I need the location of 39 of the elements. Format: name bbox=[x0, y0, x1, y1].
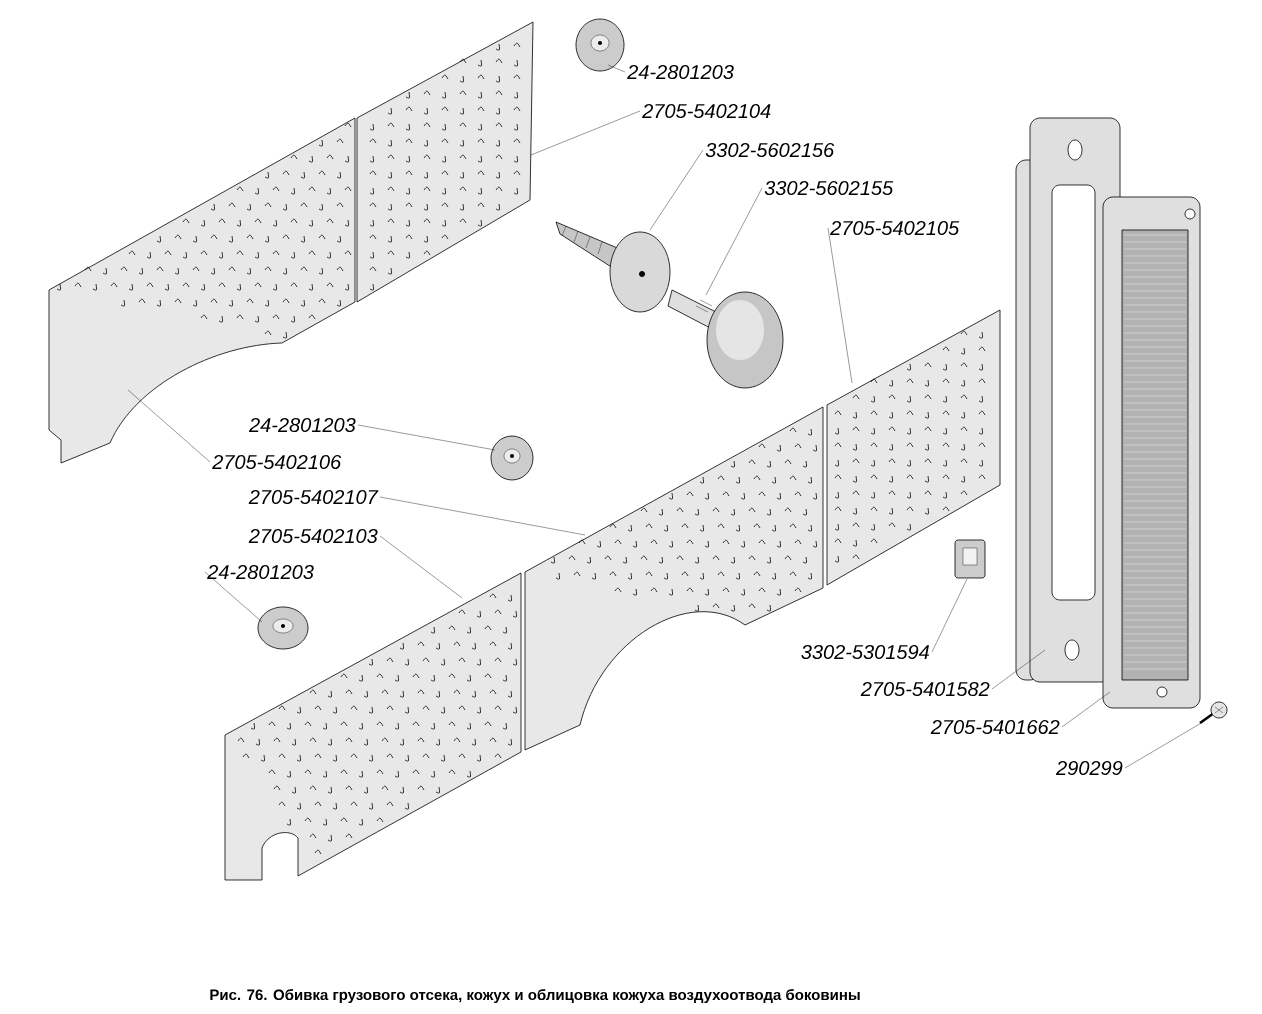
plug-drawing bbox=[490, 435, 534, 481]
screw-drawing bbox=[1199, 701, 1228, 724]
leader-line bbox=[1061, 691, 1111, 728]
part-number: 2705-5402107 bbox=[248, 489, 379, 505]
part-number: 2705-5402103 bbox=[248, 528, 378, 544]
part-number: 3302-5602155 bbox=[764, 180, 894, 196]
part-number: 2705-5402104 bbox=[642, 103, 771, 119]
leader-line bbox=[357, 424, 496, 451]
button-drawing bbox=[667, 289, 784, 389]
part-number: 3302-5602156 bbox=[705, 142, 835, 158]
part-number: 290299 bbox=[1055, 760, 1123, 776]
part-number: 2705-5402105 bbox=[830, 220, 960, 236]
leader-line bbox=[827, 227, 853, 384]
clip-drawing bbox=[954, 539, 986, 579]
plug-drawing bbox=[575, 18, 625, 72]
leader-line bbox=[991, 649, 1046, 690]
figure-caption: Рис. 76. Обивка грузового отсека, кожух и облицовка кожуха воздухоотвода боковины bbox=[210, 988, 860, 1004]
leader-line bbox=[127, 389, 211, 463]
leader-line bbox=[1124, 721, 1204, 769]
part-number: 2705-5402106 bbox=[212, 454, 342, 470]
part-number: 3302-5301594 bbox=[801, 644, 929, 660]
plug-drawing bbox=[257, 606, 309, 650]
part-number: 24-2801203 bbox=[207, 564, 314, 580]
leader-line bbox=[931, 578, 968, 653]
part-number: 24-2801203 bbox=[627, 64, 734, 80]
leader-line bbox=[204, 571, 263, 623]
leader-line bbox=[379, 496, 586, 536]
leader-line bbox=[607, 64, 626, 73]
panel-drawing bbox=[826, 309, 1001, 586]
part-number: 24-2801203 bbox=[248, 417, 356, 433]
leader-line bbox=[530, 110, 641, 156]
panel-drawing bbox=[356, 21, 534, 303]
part-number: 2705-5401582 bbox=[860, 681, 990, 697]
leader-line bbox=[649, 149, 704, 231]
part-number: 2705-5401662 bbox=[930, 719, 1060, 735]
leader-line bbox=[705, 187, 763, 296]
grille-drawing bbox=[1102, 196, 1201, 709]
clip-drawing bbox=[555, 221, 671, 313]
leader-line bbox=[379, 535, 463, 599]
